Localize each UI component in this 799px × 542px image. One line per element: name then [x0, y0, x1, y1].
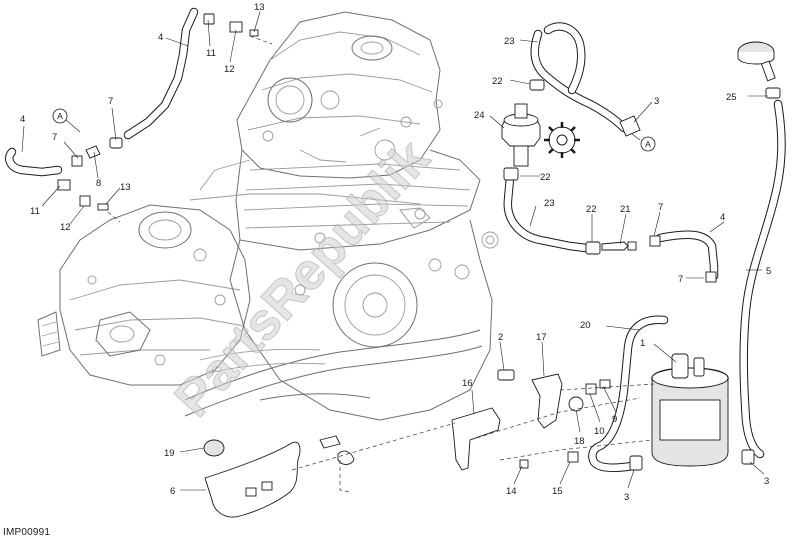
- callout-9: 9: [612, 414, 617, 425]
- callout-3-bottom-mid: 3: [624, 492, 629, 503]
- svg-text:A: A: [645, 139, 651, 149]
- callout-2: 2: [498, 332, 503, 343]
- svg-text:A: A: [57, 111, 63, 121]
- callout-3-top: 3: [654, 96, 659, 107]
- bracket: [451, 407, 501, 471]
- callout-7-right: 7: [678, 274, 683, 285]
- callout-16: 16: [462, 378, 473, 389]
- callout-21: 21: [620, 204, 631, 215]
- callout-10: 10: [594, 426, 605, 437]
- connection-markers: A A: [52, 108, 656, 152]
- callout-23-mid: 23: [544, 198, 555, 209]
- gear-icon: [544, 122, 580, 158]
- callout-25: 25: [726, 92, 737, 103]
- callout-7-left-top: 7: [108, 96, 113, 107]
- callout-labels: 4 11 12 13 4 7 7 8 11 12 13 23 22 24 22 …: [20, 2, 771, 503]
- callout-6: 6: [170, 486, 175, 497]
- callout-19: 19: [164, 448, 175, 459]
- small-parts: [57, 13, 781, 518]
- callout-22-mid: 22: [540, 172, 551, 183]
- callout-23-top: 23: [504, 36, 515, 47]
- callout-4-left: 4: [20, 114, 25, 125]
- callout-12-left: 12: [60, 222, 71, 233]
- callout-1: 1: [640, 338, 645, 349]
- callout-8: 8: [96, 178, 101, 189]
- callout-20: 20: [580, 320, 591, 331]
- callout-22-lower: 22: [586, 204, 597, 215]
- callout-18: 18: [574, 436, 585, 447]
- watermark: PartsRepublik: [163, 129, 441, 429]
- callout-11-top: 11: [206, 48, 216, 59]
- charcoal-canister: [651, 353, 729, 467]
- assembly-boundary-lines: [107, 35, 655, 493]
- callout-13-top: 13: [254, 2, 265, 13]
- callout-5: 5: [766, 266, 771, 277]
- callout-17: 17: [536, 332, 547, 343]
- callout-4-top: 4: [158, 32, 163, 43]
- connection-marker-a-left: A: [52, 108, 81, 133]
- callout-7-right-top: 7: [658, 202, 663, 213]
- leader-lines: [21, 11, 768, 491]
- drawing-reference-code: IMP00991: [3, 527, 51, 538]
- heat-shield: [204, 441, 301, 518]
- callout-15: 15: [552, 486, 563, 497]
- callout-14: 14: [506, 486, 517, 497]
- callout-11-left: 11: [30, 206, 40, 217]
- hoses: [5, 7, 786, 472]
- callout-4-right: 4: [720, 212, 725, 223]
- callout-22-top: 22: [492, 76, 503, 87]
- callout-3-bottom-right: 3: [764, 476, 769, 487]
- callout-12-top: 12: [224, 64, 235, 75]
- callout-7-left: 7: [52, 132, 57, 143]
- connection-marker-a-right: A: [631, 133, 656, 152]
- engine-illustration: [37, 11, 499, 421]
- callout-13-left: 13: [120, 182, 131, 193]
- callout-24: 24: [474, 110, 485, 121]
- watermark-text: PartsRepublik: [164, 129, 441, 428]
